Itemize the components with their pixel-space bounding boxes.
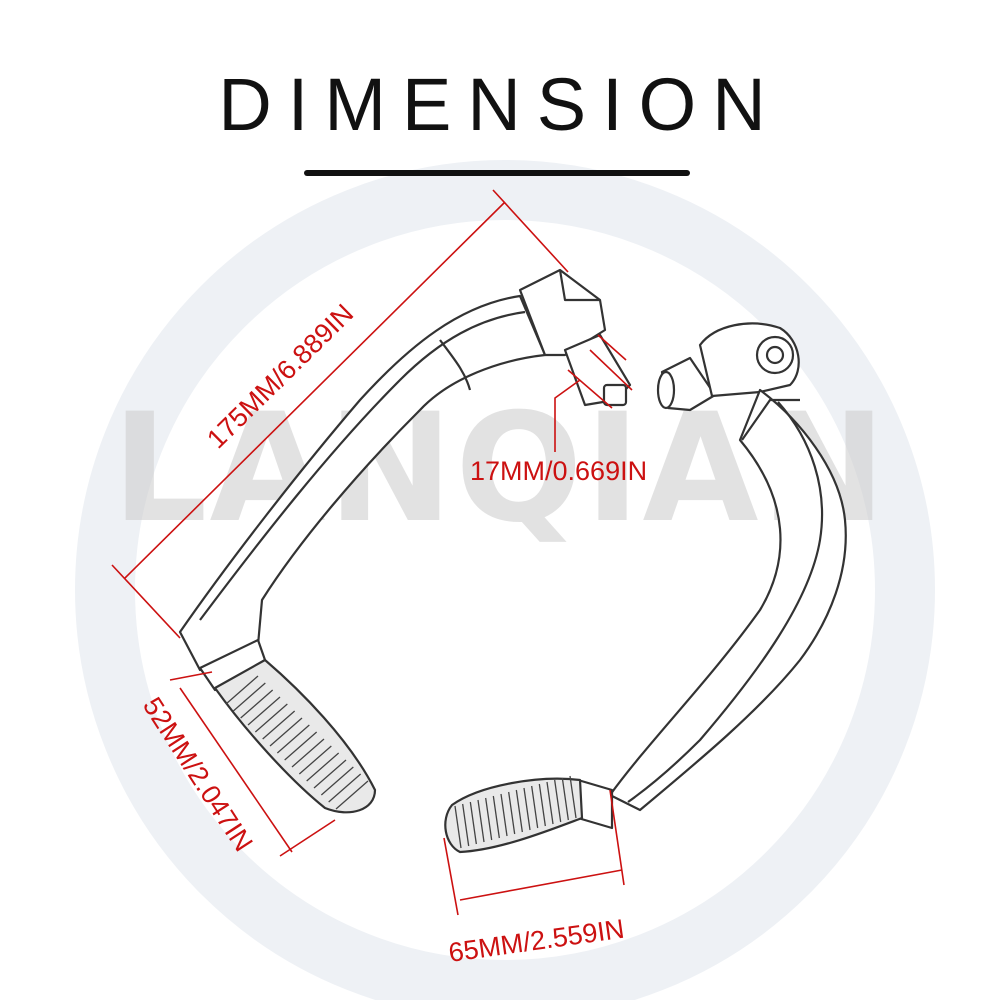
- watermark-ring: [75, 160, 935, 1005]
- left-mount-edge: [558, 269, 600, 302]
- page-title: DIMENSION: [218, 63, 782, 146]
- title-underline: [304, 170, 690, 176]
- right-arm-ridge: [627, 401, 824, 803]
- grip-rib: [454, 805, 462, 849]
- left-arm-ridge: [199, 310, 526, 621]
- length-ext-left: [111, 564, 181, 639]
- grip-rib: [276, 724, 310, 754]
- length-dim-line: [124, 201, 506, 579]
- watermark-group: LANQIAN: [75, 160, 935, 1005]
- grip-left-ext-top: [169, 671, 213, 681]
- grip-rib: [515, 789, 523, 833]
- grip-rib: [284, 731, 318, 761]
- left-clamp-cap: [602, 383, 628, 407]
- grip-rib: [508, 791, 516, 835]
- right-lever-guard: [444, 322, 847, 854]
- left-lever-guard: [178, 268, 632, 814]
- grip-rib: [254, 703, 288, 733]
- grip-rib: [569, 775, 577, 819]
- bore-ext-1: [567, 369, 613, 409]
- dimension-lines: [111, 189, 633, 916]
- grip-rib: [313, 759, 347, 789]
- grip-rib: [328, 773, 362, 803]
- right-arm: [608, 388, 847, 812]
- grip-rib: [469, 801, 477, 845]
- grip-rib: [523, 787, 531, 831]
- grip-rib: [477, 799, 485, 843]
- grip-rib: [291, 738, 325, 768]
- grip-left-dim-line: [179, 687, 293, 853]
- grip-rib: [225, 675, 259, 705]
- grip-right-ext-left: [443, 837, 459, 916]
- grip-rib: [500, 793, 508, 837]
- grip-rib: [538, 783, 546, 827]
- grip-right-ext-right: [609, 789, 625, 886]
- right-grip-ribs: [454, 775, 577, 849]
- grip-rib: [554, 779, 562, 823]
- right-mount-bolt-core: [765, 345, 785, 365]
- left-arm: [178, 294, 547, 672]
- grip-rib: [462, 803, 470, 847]
- right-grip: [444, 777, 584, 854]
- right-arm-fold: [741, 398, 800, 441]
- grip-rib: [240, 689, 274, 719]
- bore-tick: [597, 334, 627, 361]
- left-arm-fold: [439, 339, 472, 391]
- grip-rib: [262, 710, 296, 740]
- grip-right-dim-line: [459, 869, 623, 901]
- bore-leader: [554, 379, 581, 452]
- left-grip-ribs: [225, 675, 369, 810]
- grip-rib: [561, 777, 569, 821]
- length-ext-right: [492, 189, 569, 273]
- grip-rib: [320, 766, 354, 796]
- right-grip-collar: [576, 778, 614, 830]
- grip-rib: [247, 696, 281, 726]
- bore-label: 17MM/0.669IN: [470, 456, 647, 486]
- grip-rib: [335, 780, 369, 810]
- left-grip: [213, 658, 377, 814]
- grip-rib: [531, 785, 539, 829]
- grip-rib: [306, 752, 340, 782]
- grip-rib: [232, 682, 266, 712]
- grip-rib: [492, 795, 500, 839]
- grip-left-ext-bottom: [279, 819, 336, 857]
- grip-rib: [298, 745, 332, 775]
- right-bar-end-cap: [656, 370, 676, 410]
- grip-rib: [269, 717, 303, 747]
- grip-rib: [546, 781, 554, 825]
- grip-rib: [485, 797, 493, 841]
- bore-ext-2: [589, 349, 633, 391]
